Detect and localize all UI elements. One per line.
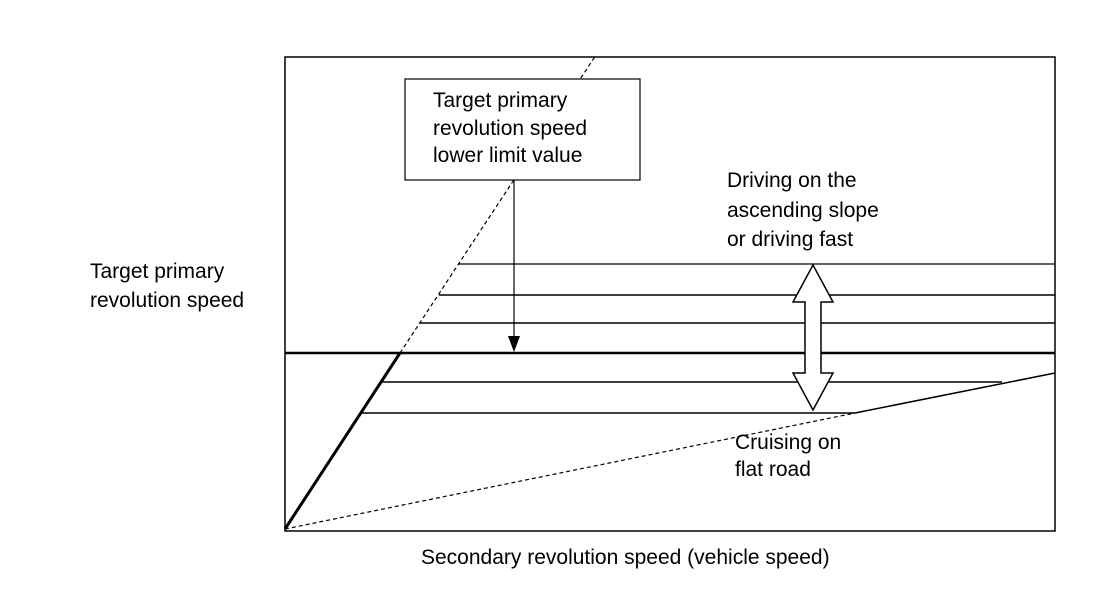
upper-boundary-solid-line <box>283 352 402 530</box>
double-headed-arrow <box>791 263 835 412</box>
upper-annotation-line-2: ascending slope <box>727 199 879 222</box>
upper-annotation-line-1: Driving on the <box>727 169 857 192</box>
lower-limit-pointer-arrowhead <box>508 336 520 352</box>
lower-limit-box-line-2: revolution speed <box>433 117 587 140</box>
y-axis-label-line-2: revolution speed <box>90 289 244 312</box>
y-axis-label-line-1: Target primary <box>90 260 225 283</box>
lower-boundary-dashed-line <box>284 412 856 530</box>
lower-limit-box-line-3: lower limit value <box>433 144 582 167</box>
lower-limit-box <box>404 78 641 181</box>
x-axis-label: Secondary revolution speed (vehicle spee… <box>421 546 830 569</box>
lower-annotation-line-1: Cruising on <box>735 431 841 454</box>
plot-frame <box>284 56 1056 532</box>
lower-annotation-line-2: flat road <box>735 458 811 481</box>
lower-limit-box-line-1: Target primary <box>433 89 568 112</box>
upper-annotation-line-3: or driving fast <box>727 228 853 251</box>
lower-boundary-solid-line <box>854 372 1056 414</box>
